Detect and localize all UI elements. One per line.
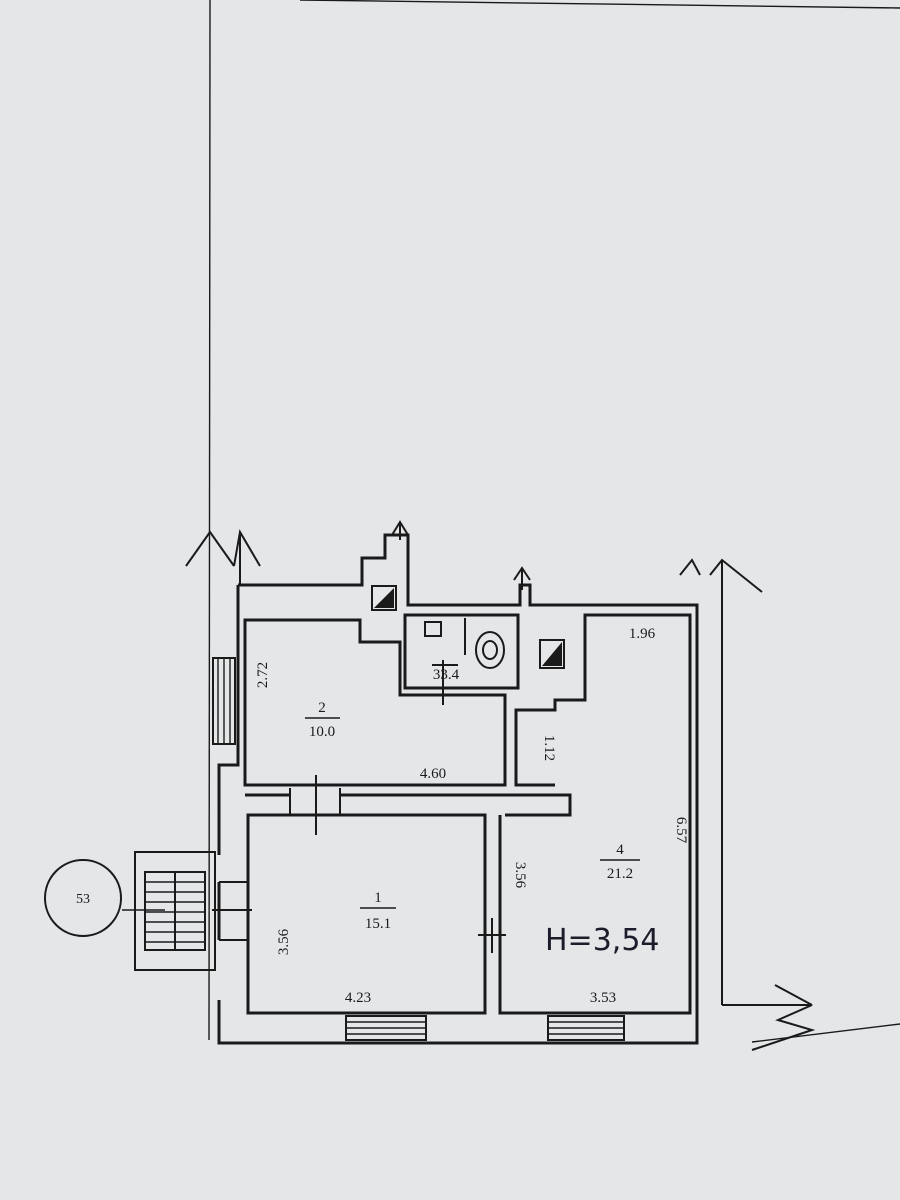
section-arrow-bottom-2 — [751, 1004, 816, 1051]
vent-arrow-1 — [391, 520, 409, 540]
section-arrow-left — [185, 530, 235, 567]
room-1-number: 1 — [374, 890, 382, 906]
outer-wall — [217, 533, 699, 1045]
door-room-3 — [432, 660, 458, 705]
toilet-bowl — [482, 640, 498, 660]
building-marker-label: 53 — [76, 892, 90, 907]
building-axis-left — [208, 0, 211, 1041]
ceiling-height-note: Н=3,54 — [545, 923, 660, 958]
room-1-width-dim: 4.23 — [345, 990, 371, 1006]
room-2-width-dim: 4.60 — [420, 766, 446, 782]
room-4-area: 21.2 — [607, 866, 633, 882]
room-4-height-dim: 6.57 — [673, 817, 689, 844]
window-room-2 — [212, 657, 236, 745]
section-arrow-right-2 — [709, 558, 763, 593]
door-room-1-room-4 — [478, 918, 506, 953]
entrance-door — [212, 881, 252, 941]
entrance-stairs — [134, 851, 216, 971]
section-arrow-right — [679, 558, 701, 576]
room-3-label: 33.4 — [433, 667, 460, 683]
room-4-number: 4 — [616, 842, 624, 858]
room-2-area: 10.0 — [309, 724, 335, 740]
room-3-area: 3.4 — [440, 667, 459, 683]
building-bottom-edge — [751, 1023, 900, 1043]
vent-shaft-2 — [539, 639, 565, 669]
vent-arrow-2 — [513, 566, 531, 590]
section-arrow-left-2 — [233, 529, 261, 567]
room-2-height-dim: 2.72 — [255, 662, 271, 688]
room-4-outline — [498, 613, 692, 1015]
outer-wall-left-upper — [217, 585, 240, 855]
room-3-number: 3 — [433, 667, 441, 683]
room-3-outline — [403, 613, 520, 690]
room-4-top-width-dim: 1.96 — [629, 626, 656, 642]
building-top-edge — [299, 0, 900, 9]
window-room-1 — [345, 1015, 427, 1041]
toilet-fixture — [475, 631, 505, 669]
room-4-inner-height-dim: 3.56 — [512, 862, 528, 889]
sink-fixture — [424, 621, 442, 637]
room-2-number: 2 — [318, 700, 326, 716]
vent-shaft-1-fill — [374, 588, 394, 608]
room-1-height-dim: 3.56 — [276, 928, 292, 955]
room-4-niche-dim: 1.12 — [541, 735, 557, 761]
corridor-wall — [245, 793, 572, 817]
vent-shaft-2-fill — [542, 642, 562, 666]
room-1-area: 15.1 — [365, 916, 391, 932]
vent-shaft-1 — [371, 585, 397, 611]
room-2-outline — [243, 618, 507, 787]
room-4-width-dim: 3.53 — [590, 990, 616, 1006]
building-marker-circle — [44, 859, 122, 937]
window-room-4 — [547, 1015, 625, 1041]
door-room-1-room-2 — [289, 775, 341, 835]
room-1-outline — [246, 813, 487, 1015]
section-arrow-bottom — [722, 984, 813, 1006]
